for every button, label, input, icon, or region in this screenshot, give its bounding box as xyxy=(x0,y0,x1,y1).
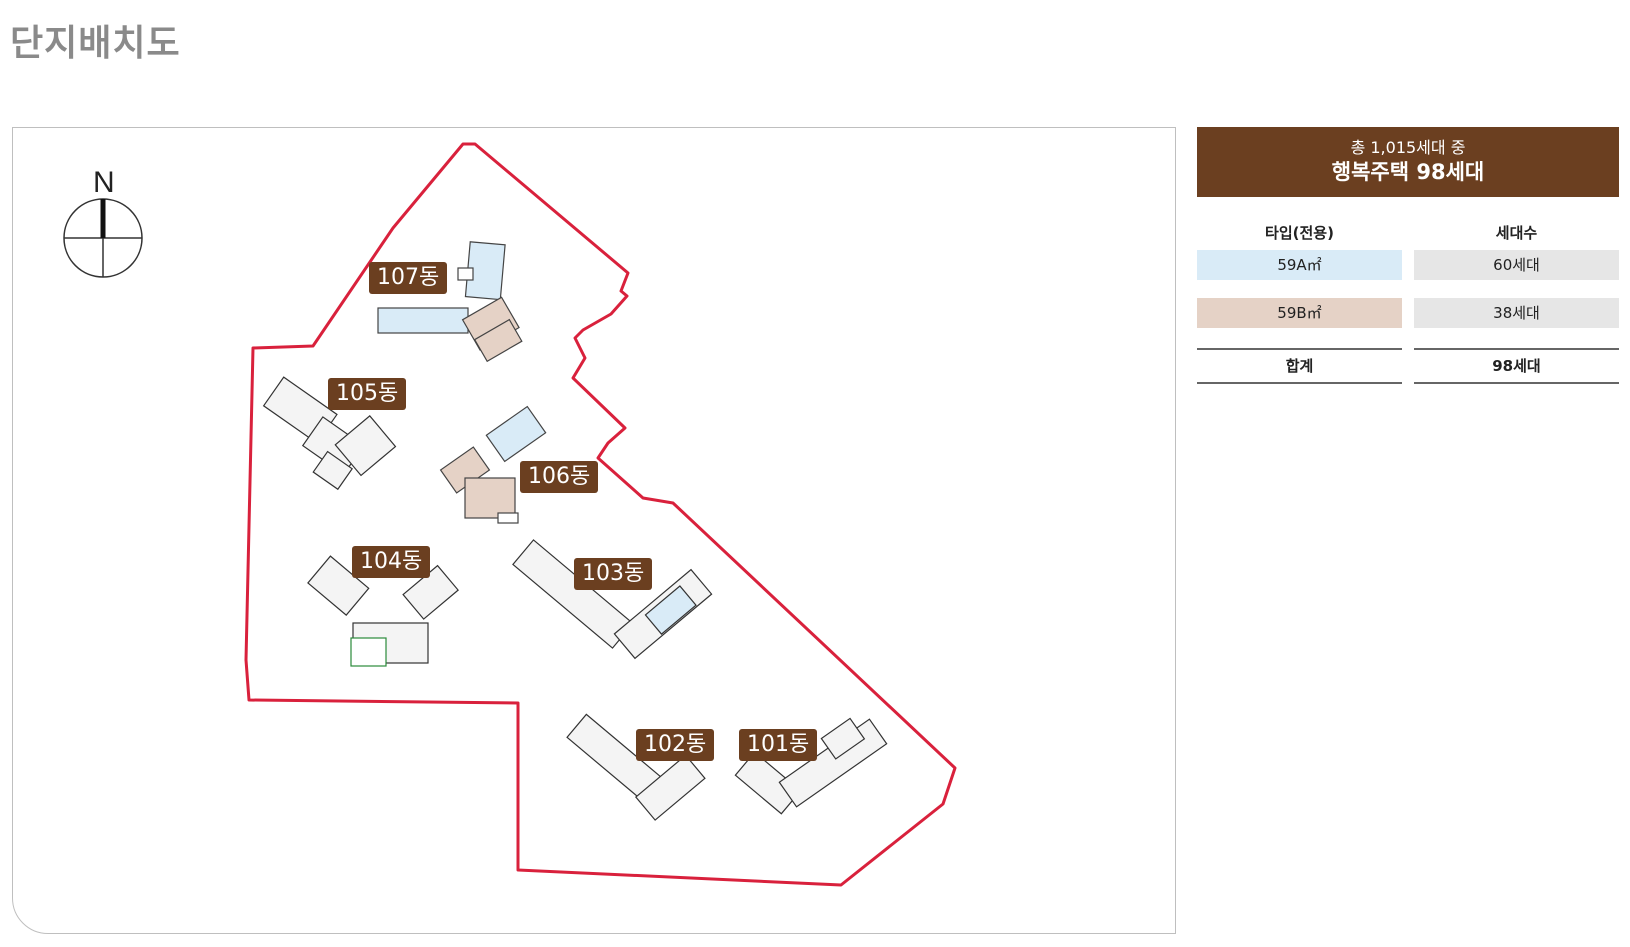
table-header-count: 세대수 xyxy=(1495,224,1538,242)
building-label-102: 102동 xyxy=(636,729,715,761)
building-102-footprint xyxy=(566,713,706,821)
table-header-type: 타입(전용) xyxy=(1265,224,1334,242)
building-107-footprint xyxy=(377,241,523,363)
site-map-svg xyxy=(63,142,957,887)
building-label-106: 106동 xyxy=(520,461,599,493)
building-label-107: 107동 xyxy=(369,262,448,294)
page-title: 단지배치도 xyxy=(10,23,181,64)
building-106-footprint xyxy=(439,405,547,524)
compass-icon xyxy=(63,198,143,278)
summary-header: 총 1,015세대 중 행복주택 98세대 xyxy=(1197,127,1619,197)
building-104-footprint xyxy=(307,555,459,667)
table-total-count: 98세대 xyxy=(1414,348,1619,384)
table-row-type: 59A㎡ xyxy=(1197,250,1402,280)
building-101-footprint xyxy=(734,717,888,815)
table-row-count: 60세대 xyxy=(1414,250,1619,280)
building-label-103: 103동 xyxy=(574,558,653,590)
table-total-label: 합계 xyxy=(1197,348,1402,384)
summary-total-households: 총 1,015세대 중 xyxy=(1350,138,1466,157)
site-map: N 107동 105동 106동 104동 103동 102동 101동 xyxy=(12,127,1176,934)
building-label-104: 104동 xyxy=(352,546,431,578)
table-row-count: 38세대 xyxy=(1414,298,1619,328)
compass-north-label: N xyxy=(93,166,115,199)
site-boundary xyxy=(244,142,957,887)
building-105-footprint xyxy=(262,376,397,491)
table-row-type: 59B㎡ xyxy=(1197,298,1402,328)
summary-happy-housing: 행복주택 98세대 xyxy=(1331,160,1485,184)
building-label-105: 105동 xyxy=(328,378,407,410)
building-label-101: 101동 xyxy=(739,729,818,761)
building-103-footprint xyxy=(512,539,713,660)
